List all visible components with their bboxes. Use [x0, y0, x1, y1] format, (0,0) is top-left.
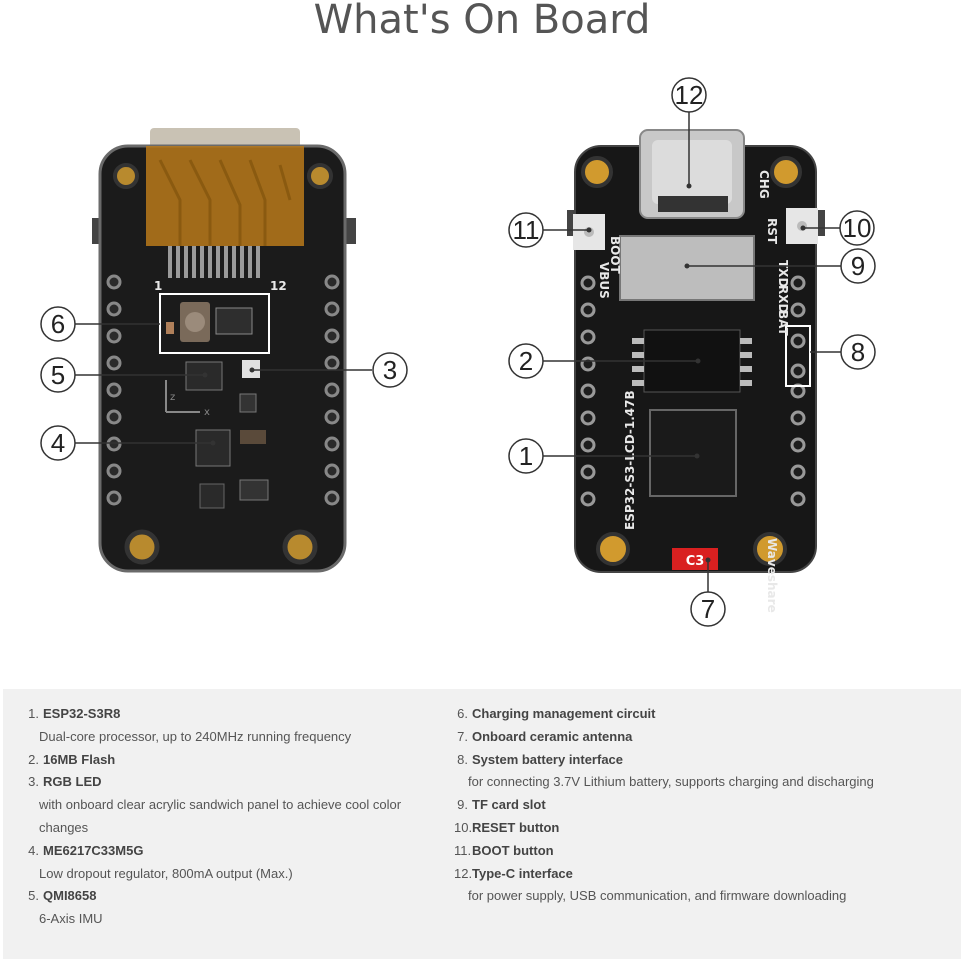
legend-item: 3.RGB LED with onboard clear acrylic san…: [25, 771, 445, 839]
legend-index: 12.: [454, 865, 473, 881]
legend-desc: for connecting 3.7V Lithium battery, sup…: [468, 774, 874, 790]
legend-item: 6. Charging management circuit: [454, 703, 944, 726]
callout-7: 7: [701, 594, 715, 624]
lcd-pin-start-label: 1: [154, 279, 162, 293]
svg-text:x: x: [204, 407, 210, 418]
legend-desc: 6-Axis IMU: [39, 911, 103, 927]
legend-title: Onboard ceramic antenna: [472, 728, 633, 744]
legend-desc: for power supply, USB communication, and…: [468, 888, 847, 904]
callout-11: 11: [513, 215, 540, 245]
legend-index: 7.: [457, 728, 468, 744]
bat-silk-label: BAT: [776, 310, 790, 337]
back-board: 1 12 x z: [92, 128, 356, 573]
legend-title: System battery interface: [472, 751, 624, 767]
txd-silk-label: TXD: [776, 260, 790, 287]
callout-4: 4: [51, 428, 65, 458]
legend-title: QMI8658: [43, 888, 97, 904]
legend-index: 6.: [457, 706, 468, 721]
legend-title: ESP32-S3R8: [43, 706, 121, 721]
legend-item: 7.Onboard ceramic antenna: [454, 726, 944, 749]
legend-title: 16MB Flash: [43, 751, 116, 767]
callout-2: 2: [519, 346, 533, 376]
legend-title: Charging management circuit: [472, 706, 656, 721]
rst-silk-label: RST: [765, 218, 779, 245]
legend-title: BOOT button: [472, 842, 554, 858]
callout-1: 1: [519, 441, 533, 471]
legend-title: TF card slot: [472, 797, 546, 813]
legend-item: 2.16MB Flash: [25, 749, 445, 772]
legend-title: Type-C interface: [472, 865, 573, 881]
legend-item: 12.Type-C interface for power supply, US…: [454, 863, 944, 909]
lcd-pin-end-label: 12: [270, 279, 287, 293]
legend-index: 8.: [457, 751, 468, 767]
legend-item: 11.BOOT button: [454, 840, 944, 863]
callout-10: 10: [843, 213, 872, 243]
page-title: What's On Board: [313, 0, 651, 43]
legend-index: 5.: [28, 888, 39, 904]
callout-3: 3: [383, 355, 397, 385]
svg-text:z: z: [170, 392, 175, 403]
callout-8: 8: [851, 337, 865, 367]
legend-item: 5.QMI8658 6-Axis IMU: [25, 885, 445, 931]
callouts-left: 6 5 3 4: [40, 306, 408, 461]
legend-index: 4.: [28, 842, 39, 858]
legend-item: 9.TF card slot: [454, 794, 944, 817]
vbus-silk-label: VBUS: [597, 262, 611, 299]
legend-column-right: 6. Charging management circuit 7.Onboard …: [454, 703, 944, 908]
legend-desc: Low dropout regulator, 800mA output (Max…: [39, 865, 293, 881]
antenna-label: C3: [686, 554, 705, 569]
legend-index: 9.: [457, 797, 468, 813]
front-board: C3 BOOT VBUS CHG RST BAT RXD TXD Wavesha…: [567, 129, 825, 613]
callouts-right: 12 11 10 9 8 2 1 7: [508, 77, 876, 627]
legend-index: 2.: [28, 751, 39, 767]
legend-item: 1. ESP32-S3R8 Dual-core processor, up to …: [25, 703, 445, 749]
components-legend: 1. ESP32-S3R8 Dual-core processor, up to …: [3, 689, 961, 959]
model-silk-label: ESP32-S3-LCD-1.47B: [623, 390, 637, 530]
legend-item: 10.RESET button: [454, 817, 944, 840]
legend-item: 4.ME6217C33M5G Low dropout regulator, 80…: [25, 840, 445, 886]
legend-index: 1.: [28, 706, 39, 721]
callout-12: 12: [675, 80, 704, 110]
callout-9: 9: [851, 251, 865, 281]
legend-title: RESET button: [472, 819, 560, 835]
legend-item: 8.System battery interface for connectin…: [454, 749, 944, 795]
legend-desc: changes: [39, 819, 89, 835]
callout-5: 5: [51, 360, 65, 390]
legend-desc: Dual-core processor, up to 240MHz runnin…: [39, 728, 352, 744]
callout-6: 6: [51, 309, 65, 339]
legend-index: 11.: [454, 842, 472, 858]
legend-desc: with onboard clear acrylic sandwich pane…: [39, 797, 402, 813]
legend-title: ME6217C33M5G: [43, 842, 144, 858]
boards-diagram: 1 12 x z: [40, 77, 876, 627]
legend-title: RGB LED: [43, 774, 102, 790]
brand-silk-label: Waveshare: [765, 538, 779, 613]
chg-silk-label: CHG: [757, 170, 771, 199]
boot-silk-label: BOOT: [608, 236, 622, 275]
rxd-silk-label: RXD: [776, 285, 790, 313]
legend-index: 3.: [28, 774, 39, 790]
legend-column-left: 1. ESP32-S3R8 Dual-core processor, up to …: [25, 703, 445, 931]
legend-index: 10.: [454, 819, 473, 835]
